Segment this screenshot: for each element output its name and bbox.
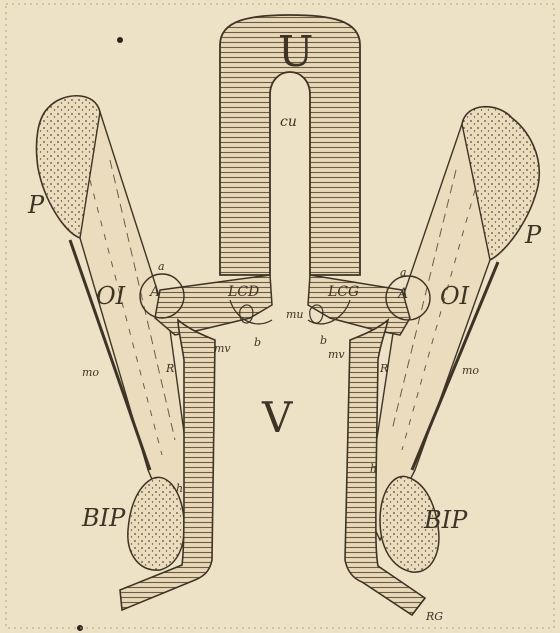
label-pubis-left: P [27,191,45,219]
label-uterus: U [278,27,313,76]
paper-speck [117,37,123,43]
label-rg: RG [425,610,443,623]
label-vagina: V [261,393,293,442]
label-h-left: h [176,482,183,495]
label-b-right: b [320,334,327,347]
label-arch-left: A [148,284,160,300]
label-obturator-right: OI [440,282,470,310]
label-uterine-cavity: cu [280,114,297,130]
label-h-right: h [370,462,377,475]
label-arch-right: A [396,286,408,302]
label-mo-right: mo [462,364,479,377]
label-r-right: R [379,362,388,375]
label-obturator-left: OI [96,282,126,310]
label-bip-left: BIP [81,504,126,532]
label-mv-left: mv [214,342,231,355]
label-mo-left: mo [82,366,99,379]
label-bip-right: BIP [423,506,468,534]
label-mu-center: mu [286,308,304,321]
label-r-left: R [165,362,174,375]
label-a-right: a [400,266,407,279]
label-b-left: b [254,336,261,349]
label-mv-right: mv [328,348,345,361]
label-ligament-left: LCD [227,284,259,300]
label-pubis-right: P [524,221,542,249]
label-a-left: a [158,260,165,273]
label-ligament-right: LCG [327,284,359,300]
